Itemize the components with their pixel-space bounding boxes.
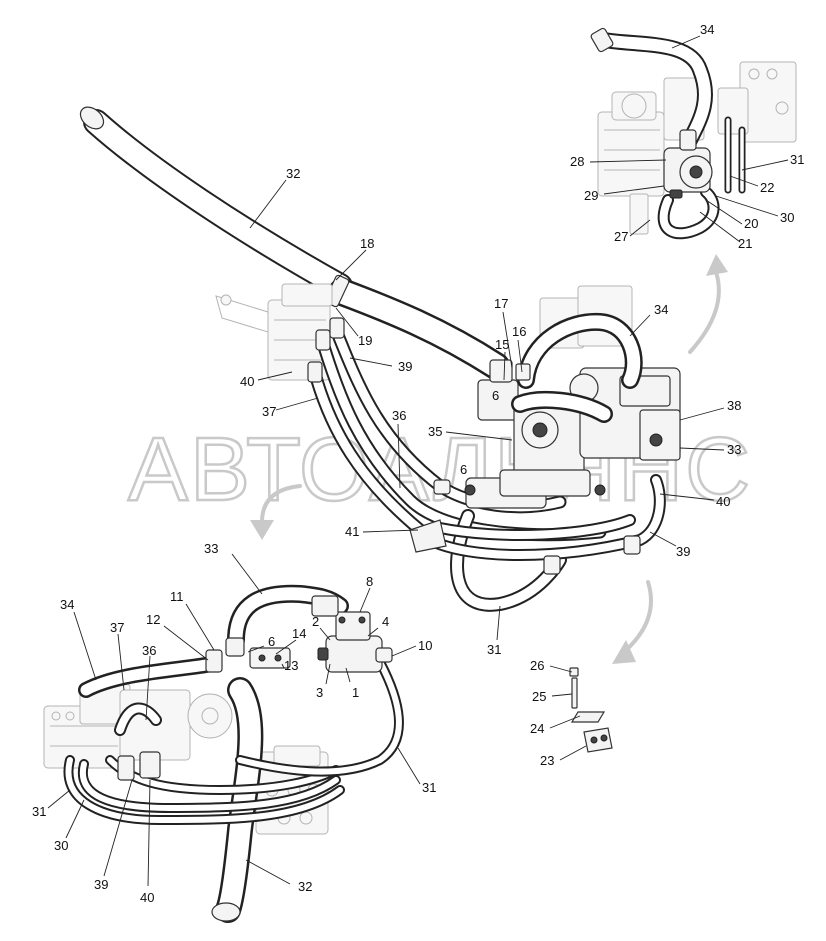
- callout-label: 30: [780, 210, 794, 225]
- callouts-pump-detail: 34 31 22 28 29 27 20 30 21: [570, 22, 804, 251]
- callout-label: 33: [727, 442, 741, 457]
- gear-pump-detail: [663, 129, 713, 199]
- callout-label: 31: [422, 780, 436, 795]
- callout-label: 10: [418, 638, 432, 653]
- callout-label: 34: [654, 302, 668, 317]
- callout-label: 31: [32, 804, 46, 819]
- callout-label: 31: [790, 152, 804, 167]
- callout-label: 37: [262, 404, 276, 419]
- callout-label: 30: [54, 838, 68, 853]
- callout-label: 4: [382, 614, 389, 629]
- callout-label: 39: [94, 877, 108, 892]
- callout-label: 25: [532, 689, 546, 704]
- callout-label: 40: [140, 890, 154, 905]
- callout-label: 34: [60, 597, 74, 612]
- callout-label: 23: [540, 753, 554, 768]
- callout-label: 22: [760, 180, 774, 195]
- leader-lines: [47, 35, 789, 887]
- callouts-fastener: 26 25 24 23: [530, 658, 554, 768]
- callout-label: 8: [366, 574, 373, 589]
- lower-left-view: [43, 584, 404, 923]
- callout-label: 21: [738, 236, 752, 251]
- callout-label: 34: [700, 22, 714, 37]
- callout-label: 11: [170, 589, 184, 604]
- pump-detail-view: [590, 27, 797, 240]
- main-hoses-31-39-40: [409, 474, 666, 612]
- callout-label: 39: [398, 359, 412, 374]
- callout-label: 6: [460, 462, 467, 477]
- callout-label: 2: [312, 614, 319, 629]
- callout-label: 19: [358, 333, 372, 348]
- view-arrow-top-right: [688, 254, 728, 354]
- callout-label: 40: [716, 494, 730, 509]
- callout-label: 36: [142, 643, 156, 658]
- callout-label: 36: [392, 408, 406, 423]
- callouts-main: 32 18 19 39 40 37 36 17 16 15 6 35 6 34 …: [240, 166, 741, 657]
- callouts-lower-left: 33 8 11 6 14 2 4 10 12 13 3 1 34 37 36 3…: [32, 541, 436, 905]
- gear-pump-lower: [317, 611, 393, 673]
- callout-label: 1: [352, 685, 359, 700]
- callout-label: 41: [345, 524, 359, 539]
- fastener-set: [569, 667, 613, 753]
- callout-label: 15: [495, 337, 509, 352]
- hose-32-top: [79, 106, 510, 380]
- view-arrow-left: [250, 484, 302, 540]
- callout-label: 28: [570, 154, 584, 169]
- ghost-valve-block-main: [215, 283, 333, 381]
- callout-label: 20: [744, 216, 758, 231]
- callout-label: 26: [530, 658, 544, 673]
- callout-label: 33: [204, 541, 218, 556]
- main-pump-assembly: [464, 285, 681, 509]
- callout-label: 40: [240, 374, 254, 389]
- callout-label: 38: [727, 398, 741, 413]
- callout-label: 37: [110, 620, 124, 635]
- callout-label: 31: [487, 642, 501, 657]
- callout-label: 24: [530, 721, 544, 736]
- callout-label: 14: [292, 626, 306, 641]
- callout-label: 6: [492, 388, 499, 403]
- callout-label: 13: [284, 658, 298, 673]
- callout-label: 35: [428, 424, 442, 439]
- callout-label: 27: [614, 229, 628, 244]
- view-arrow-bottom: [612, 580, 653, 664]
- callout-label: 32: [298, 879, 312, 894]
- callout-label: 17: [494, 296, 508, 311]
- callout-label: 6: [268, 634, 275, 649]
- callout-label: 18: [360, 236, 374, 251]
- callout-label: 32: [286, 166, 300, 181]
- callout-label: 3: [316, 685, 323, 700]
- callout-label: 29: [584, 188, 598, 203]
- callout-label: 16: [512, 324, 526, 339]
- ghost-valve-lower-left: [43, 683, 233, 769]
- callout-label: 12: [146, 612, 160, 627]
- callout-label: 39: [676, 544, 690, 559]
